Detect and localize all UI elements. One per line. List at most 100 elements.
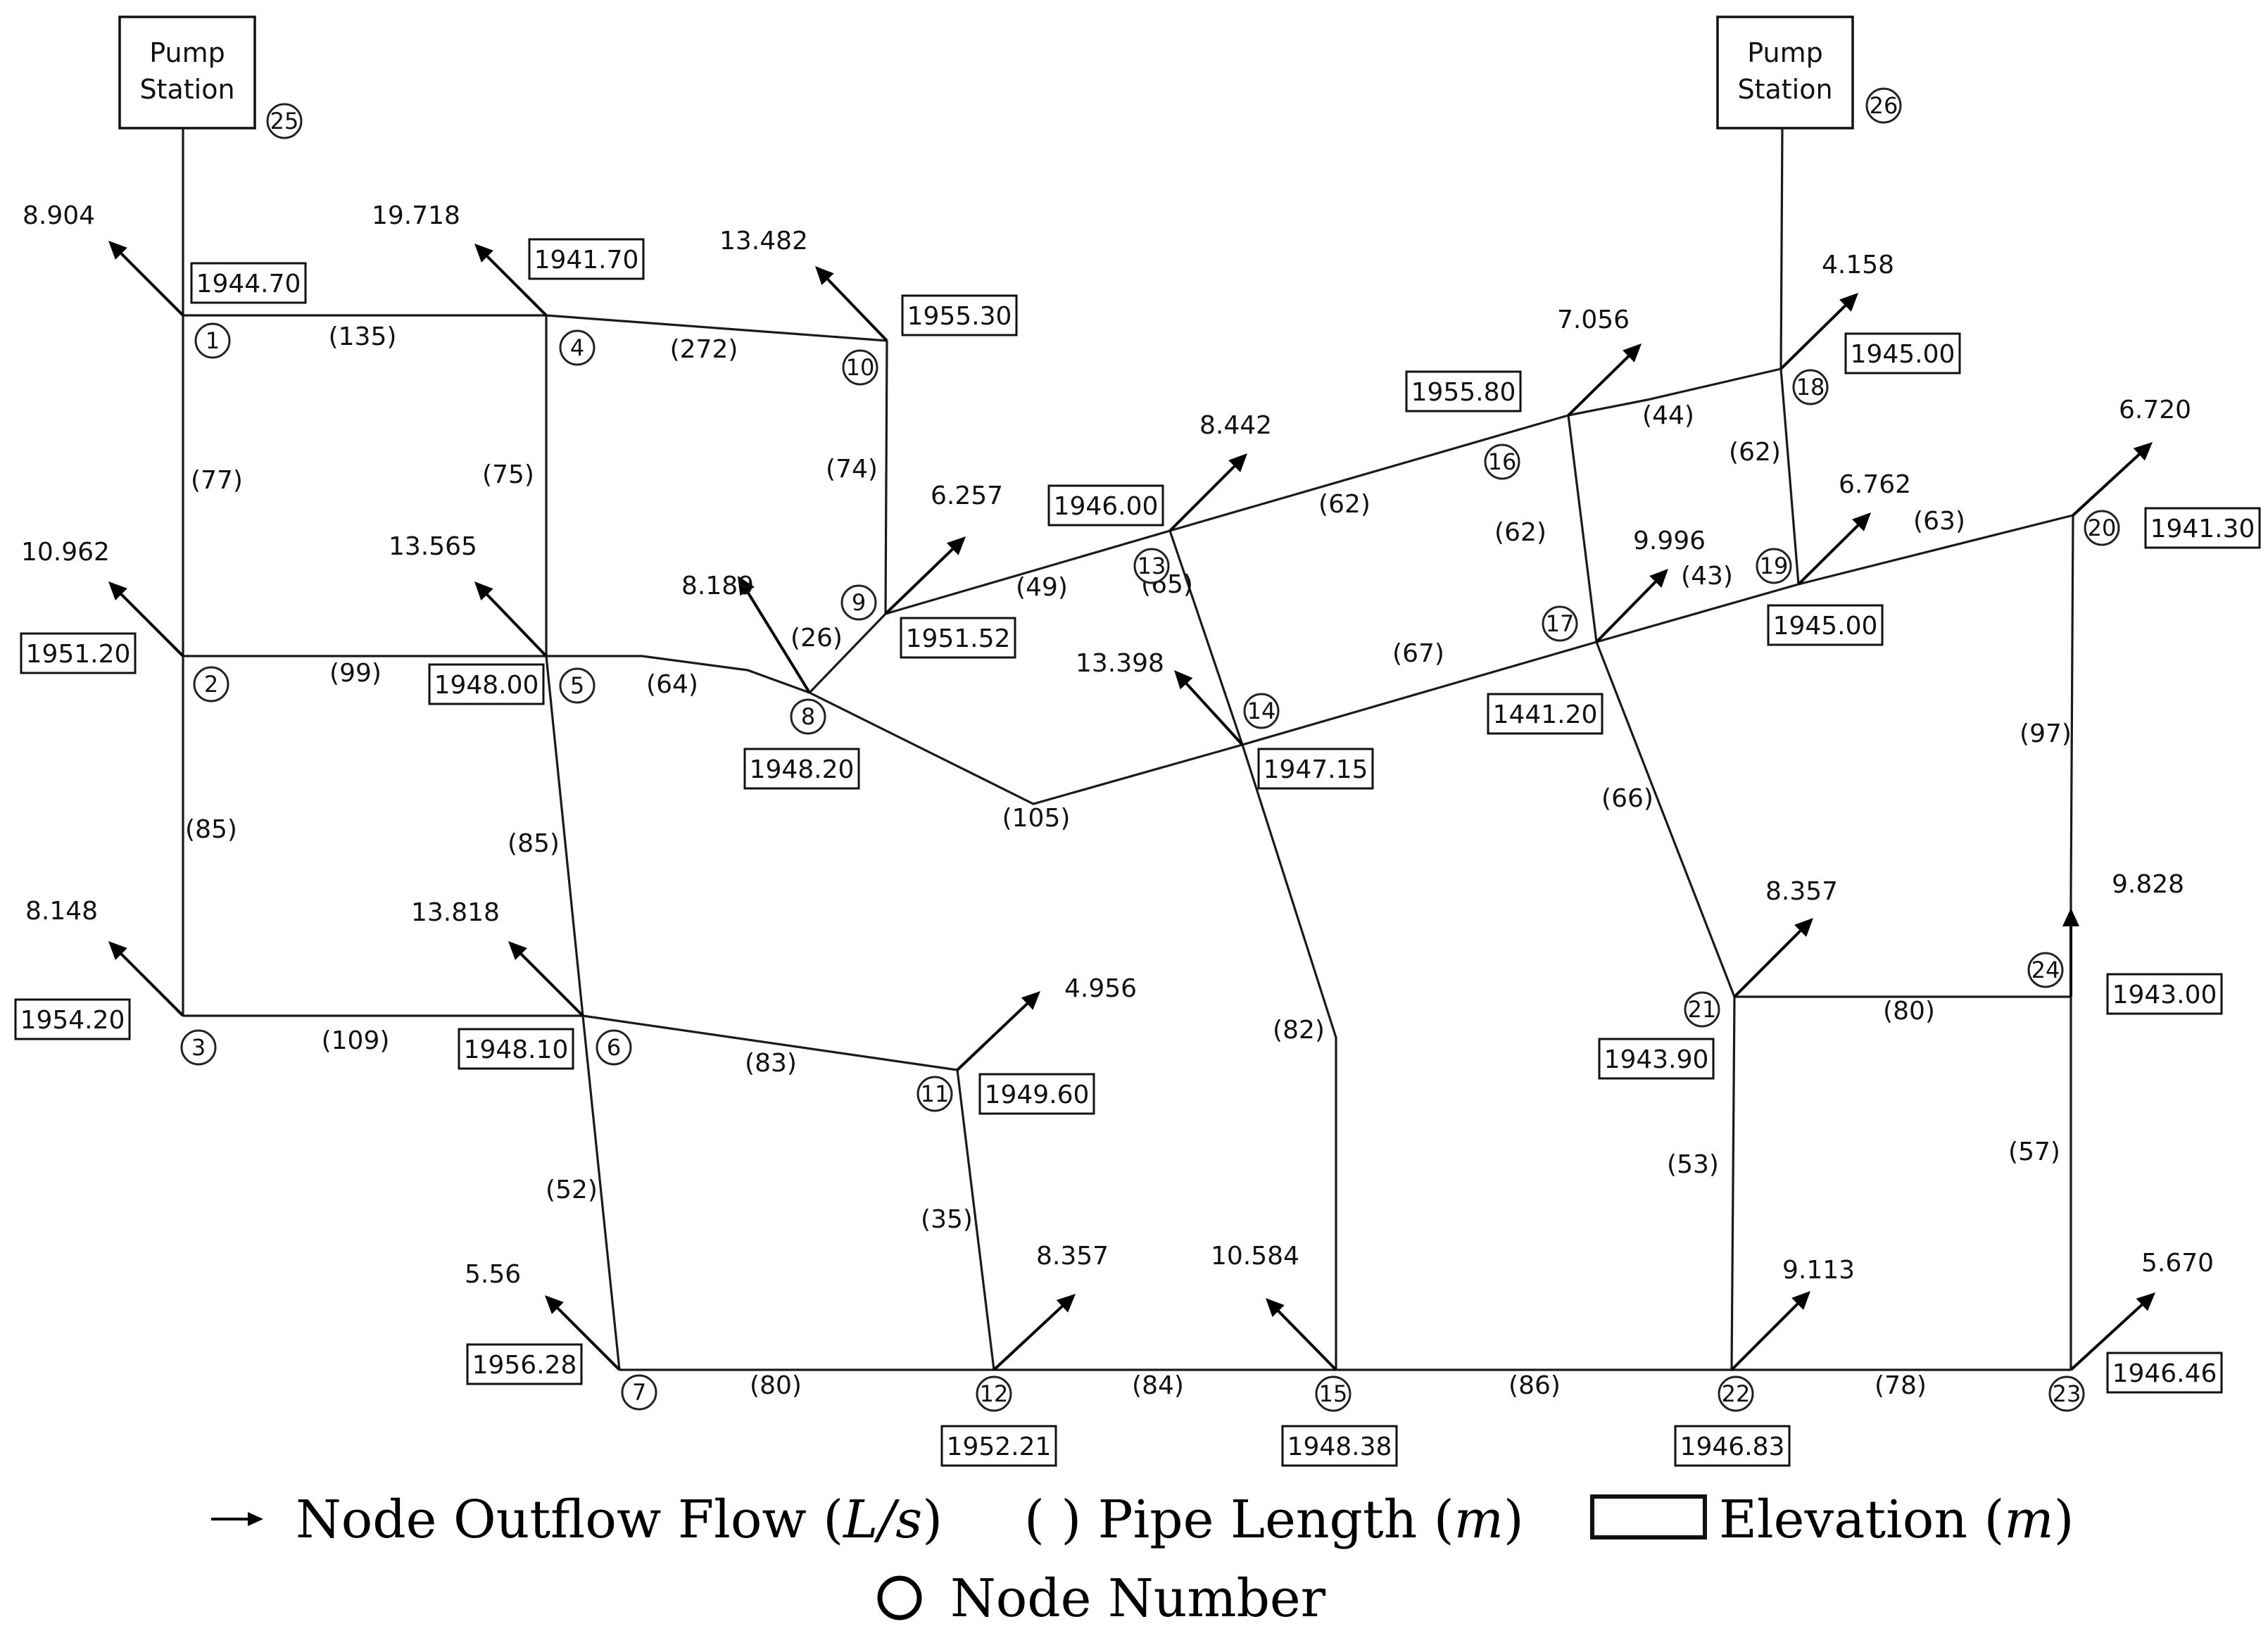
- elevation-box-frame: [1487, 693, 1604, 735]
- elevation-value: 1948.20: [750, 755, 855, 784]
- node-outflow-label: 6.762: [1839, 470, 1911, 499]
- elevation-value: 1943.00: [2112, 981, 2217, 1009]
- elevation-box-frame: [900, 617, 1016, 659]
- pipe-26-18: [1779, 127, 1784, 370]
- node-number-text: 19: [1760, 553, 1789, 579]
- node-outflow-label: 8.189: [681, 572, 754, 600]
- node-circle-icon: [842, 349, 878, 386]
- node-outflow-label: 8.904: [23, 201, 95, 230]
- outflow-arrow-icon: [474, 581, 493, 601]
- pipe-length-label: (63): [1913, 507, 1965, 536]
- node-number-text: 16: [1488, 448, 1517, 475]
- elevation-box: 1948.20: [743, 748, 860, 790]
- pipe-11-12: [956, 1069, 995, 1371]
- node-number-text: 4: [570, 334, 584, 361]
- node-outflow-label: 13.482: [719, 227, 808, 256]
- node-circle-icon: [1792, 369, 1829, 405]
- outflow-arrow-line: [556, 1306, 621, 1371]
- elevation-box-frame: [2144, 507, 2261, 549]
- pipe-length-label: (57): [2008, 1138, 2060, 1166]
- node-number: 6: [596, 1029, 632, 1066]
- pipe-length-label: (49): [1016, 573, 1068, 602]
- outflow-arrow-icon: [2136, 1292, 2155, 1311]
- pipe-length-label: (109): [322, 1026, 390, 1055]
- elevation-value: 1951.52: [906, 624, 1011, 653]
- elevation-value: 1941.70: [534, 246, 639, 275]
- pipe-length-label: (44): [1642, 401, 1694, 430]
- outflow-arrow-line: [956, 1002, 1028, 1071]
- pipes-layer: [182, 127, 2074, 1371]
- pipe-9-13: [885, 529, 1171, 615]
- legend-outflow-label: Node Outflow Flow (L/s): [296, 1490, 943, 1550]
- outflow-arrow-icon: [2062, 908, 2079, 926]
- node-outflow-label: 10.584: [1211, 1242, 1299, 1271]
- pump-station-box: [118, 15, 256, 130]
- pipe-length-label: (74): [826, 455, 878, 484]
- outflow-arrow-line: [2072, 453, 2141, 517]
- elevation-value: 1955.30: [907, 302, 1012, 331]
- node-number: 11: [916, 1076, 953, 1112]
- legend-node-circle-icon: [877, 1575, 922, 1620]
- pump-station-label-line2: Station: [1737, 74, 1832, 105]
- elevation-value: 1945.00: [1851, 340, 1955, 369]
- pipe-17-21: [1595, 641, 1736, 997]
- node-circle-icon: [916, 1076, 953, 1112]
- pipe-10-9: [884, 340, 888, 615]
- outflow-arrow-icon: [508, 941, 527, 960]
- node-circle-icon: [2048, 1375, 2085, 1412]
- elevation-box: 1949.60: [978, 1073, 1095, 1115]
- outflow-arrow-icon: [1623, 344, 1642, 363]
- node-circle-icon: [1542, 605, 1578, 642]
- node-circle-icon: [1865, 87, 1902, 124]
- elevation-box: 1946.83: [1674, 1425, 1791, 1467]
- legend-length-label: ( ) Pipe Length (m): [1024, 1490, 1524, 1550]
- pipe-length-label: (80): [750, 1371, 802, 1400]
- outflow-arrow-line: [1595, 581, 1657, 643]
- outflow-arrow-icon: [1791, 1291, 1810, 1310]
- node-number-text: 25: [270, 108, 299, 134]
- node-number: 10: [842, 349, 878, 386]
- elevation-box: 1951.20: [20, 632, 137, 674]
- node-number-text: 23: [2053, 1380, 2081, 1407]
- node-number-text: 20: [2088, 515, 2117, 541]
- pipe-length-label: (85): [508, 829, 560, 858]
- pump-station-label-line2: Station: [139, 74, 234, 105]
- node-number: 8: [790, 698, 826, 735]
- outflow-arrow-icon: [1839, 293, 1858, 312]
- elevation-value: 1949.60: [985, 1081, 1090, 1109]
- elevation-value: 1948.10: [464, 1035, 569, 1064]
- node-number: 19: [1756, 548, 1792, 584]
- node-number: 22: [1718, 1375, 1754, 1412]
- node-outflow-label: 9.828: [2112, 870, 2184, 899]
- elevation-box: 1948.10: [458, 1028, 574, 1070]
- elevation-value: 1945.00: [1773, 612, 1878, 641]
- elevation-box-frame: [1257, 748, 1374, 790]
- outflow-arrow-icon: [2133, 442, 2153, 461]
- legend-elevation-box-icon: [1590, 1494, 1707, 1539]
- node-outflow-label: 19.718: [372, 201, 460, 230]
- elevation-box: 1946.46: [2106, 1352, 2223, 1394]
- elevation-box: 1951.52: [900, 617, 1016, 659]
- node-outflow-label: 13.818: [411, 898, 500, 927]
- node-number: 26: [1865, 87, 1902, 124]
- node-circle-icon: [1484, 443, 1520, 480]
- legend-elevation-label: Elevation (m): [1719, 1490, 2074, 1550]
- outflow-arrow-line: [1185, 682, 1244, 746]
- pipe-length-label: (105): [1002, 804, 1071, 833]
- pipe-length-label: (82): [1273, 1016, 1325, 1045]
- outflow-arrow-line: [120, 252, 184, 317]
- elevation-value: 1946.46: [2112, 1359, 2217, 1388]
- outflow-arrow-icon: [1649, 569, 1668, 588]
- node-outflow-label: 7.056: [1557, 306, 1630, 334]
- pipe-length-label: (53): [1667, 1150, 1719, 1179]
- pipe-length-label: (99): [329, 659, 382, 688]
- elevation-value: 1943.90: [1604, 1045, 1709, 1074]
- elevation-value: 1956.28: [472, 1351, 577, 1380]
- legend-outflow: Node Outflow Flow (L/s): [211, 1490, 943, 1550]
- elevation-box: 1952.21: [940, 1425, 1057, 1467]
- pipe-length-label: (84): [1132, 1371, 1184, 1400]
- elevation-box: 1955.80: [1405, 370, 1522, 413]
- pipe-length-label: (78): [1875, 1371, 1927, 1400]
- node-outflow-label: 6.257: [931, 481, 1003, 510]
